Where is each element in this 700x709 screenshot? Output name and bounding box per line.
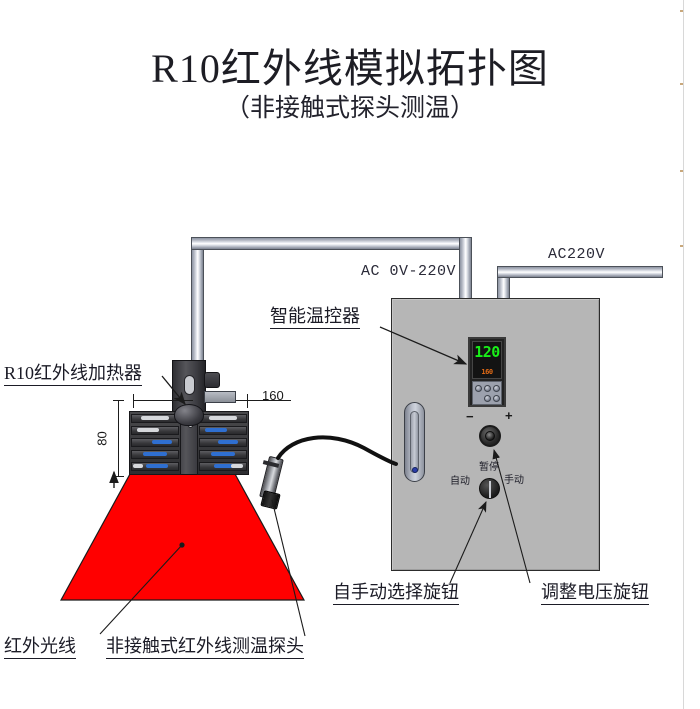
conduit-right-horizontal	[497, 266, 663, 278]
fin-highlight	[231, 464, 243, 468]
fin-highlight	[137, 428, 159, 432]
annotation-infrared-beam: 红外光线	[4, 636, 76, 659]
dim-line-160-right	[236, 400, 291, 401]
fin-highlight	[211, 452, 235, 456]
voltage-knob-center	[485, 431, 495, 441]
controller-display: 120 160	[472, 341, 502, 379]
page-edge-line	[683, 0, 684, 709]
ac-label-left: AC 0V-220V	[361, 263, 457, 280]
controller-button-down[interactable]	[493, 395, 500, 402]
dim-line-160-left	[133, 400, 193, 401]
voltage-adjust-knob[interactable]	[479, 425, 501, 447]
fin-highlight	[218, 440, 238, 444]
ac-label-right: AC220V	[548, 246, 606, 263]
cable-gland	[204, 372, 220, 388]
mode-label-manual: 手动	[504, 475, 524, 486]
annotation-mode-knob: 自手动选择旋钮	[333, 582, 459, 605]
controller-button-2[interactable]	[484, 385, 491, 392]
process-value-readout: 120	[474, 343, 500, 361]
fin-highlight	[214, 464, 236, 468]
auto-manual-selector-knob[interactable]	[479, 478, 500, 499]
dim-tick-80-b	[113, 476, 124, 477]
mode-label-pause: 暂停	[479, 462, 499, 473]
handle-slot	[410, 411, 419, 473]
set-value-readout: 160	[481, 368, 493, 376]
dim-tick-80-a	[113, 400, 124, 401]
controller-button-1[interactable]	[475, 385, 482, 392]
fin-highlight	[205, 428, 227, 432]
annotation-controller: 智能温控器	[270, 306, 360, 329]
page-tick	[680, 245, 683, 247]
page-title: R10红外线模拟拓扑图	[151, 46, 549, 91]
fin-highlight	[146, 464, 168, 468]
mount-slot	[184, 375, 195, 395]
dim-tick-160-b	[247, 394, 248, 408]
page-subtitle: （非接触式探头测温）	[224, 95, 475, 122]
mode-knob-pointer	[489, 481, 491, 498]
fin-highlight	[143, 452, 167, 456]
fin-highlight	[152, 440, 172, 444]
page-tick	[680, 10, 683, 12]
plus-sign-icon: +	[505, 408, 513, 423]
handle-indicator-dot	[412, 467, 418, 473]
cabinet-handle[interactable]	[404, 402, 425, 482]
annotation-heater: R10红外线加热器	[4, 363, 143, 386]
temperature-controller[interactable]: 120 160	[468, 337, 506, 407]
dim-tick-160-a	[133, 394, 134, 408]
controller-keypad[interactable]	[472, 381, 502, 405]
terminal-plate	[204, 391, 236, 403]
controller-button-3[interactable]	[493, 385, 500, 392]
page-tick	[680, 83, 683, 85]
minus-sign-icon: −	[466, 409, 474, 424]
controller-button-up[interactable]	[484, 395, 491, 402]
dimension-160-label: 160	[262, 388, 284, 403]
dim-line-80	[118, 400, 119, 476]
dimension-80-label: 80	[94, 431, 110, 446]
heater-center-dome	[174, 404, 204, 426]
annotation-probe: 非接触式红外线测温探头	[106, 636, 304, 659]
conduit-left-drop	[459, 237, 472, 300]
fin-highlight	[141, 416, 169, 420]
fin-highlight	[209, 416, 237, 420]
conduit-left-horizontal	[191, 237, 472, 250]
fin-highlight	[133, 464, 143, 468]
mode-label-auto: 自动	[450, 476, 470, 487]
annotation-voltage-knob: 调整电压旋钮	[541, 582, 649, 605]
page-tick	[680, 170, 683, 172]
